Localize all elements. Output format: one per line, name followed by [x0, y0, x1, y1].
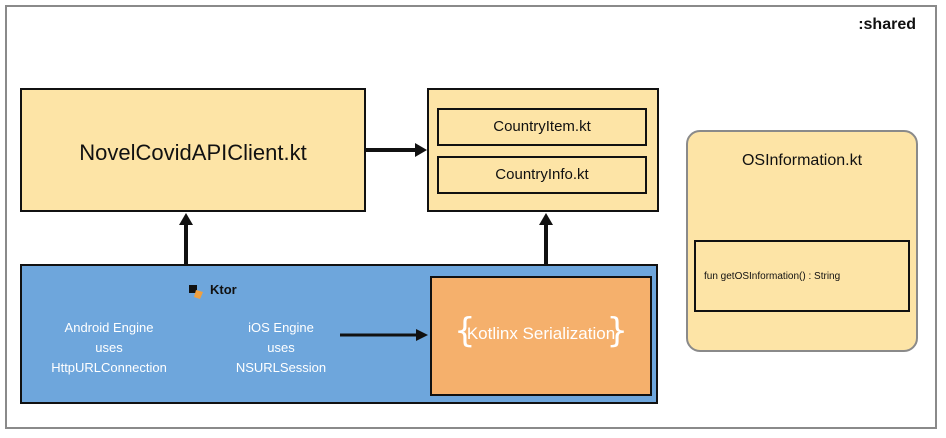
- ios-engine-uses: uses: [267, 340, 295, 355]
- os-information-box: OSInformation.kt fun getOSInformation() …: [686, 130, 918, 352]
- ios-engine: iOS Engine uses NSURLSession: [206, 318, 356, 378]
- os-information-function-box: fun getOSInformation() : String: [694, 240, 910, 312]
- android-engine: Android Engine uses HttpURLConnection: [34, 318, 184, 378]
- brace-close: }: [606, 311, 628, 351]
- models-box: CountryItem.kt CountryInfo.kt: [427, 88, 659, 212]
- api-client-label: NovelCovidAPIClient.kt: [79, 140, 307, 165]
- ktor-label: Ktor: [210, 282, 237, 297]
- ktor-box: Ktor Android Engine uses HttpURLConnecti…: [20, 264, 658, 404]
- ktor-logo-icon: [189, 285, 203, 299]
- android-engine-uses: uses: [95, 340, 123, 355]
- module-label: :shared: [858, 16, 916, 33]
- ios-engine-title: iOS Engine: [248, 320, 314, 335]
- serialization-box: { Kotlinx Serialization }: [430, 276, 652, 396]
- os-information-title: OSInformation.kt: [741, 152, 863, 169]
- country-info-file: CountryInfo.kt: [437, 156, 647, 194]
- android-engine-title: Android Engine: [64, 320, 154, 335]
- country-item-file: CountryItem.kt: [437, 108, 647, 146]
- serialization-label: Kotlinx Serialization: [466, 324, 616, 343]
- api-client-box: NovelCovidAPIClient.kt: [20, 88, 366, 212]
- android-engine-connection: HttpURLConnection: [51, 360, 167, 375]
- ios-engine-session: NSURLSession: [235, 360, 327, 375]
- brace-open: {: [454, 311, 476, 351]
- os-information-function: fun getOSInformation() : String: [704, 271, 841, 282]
